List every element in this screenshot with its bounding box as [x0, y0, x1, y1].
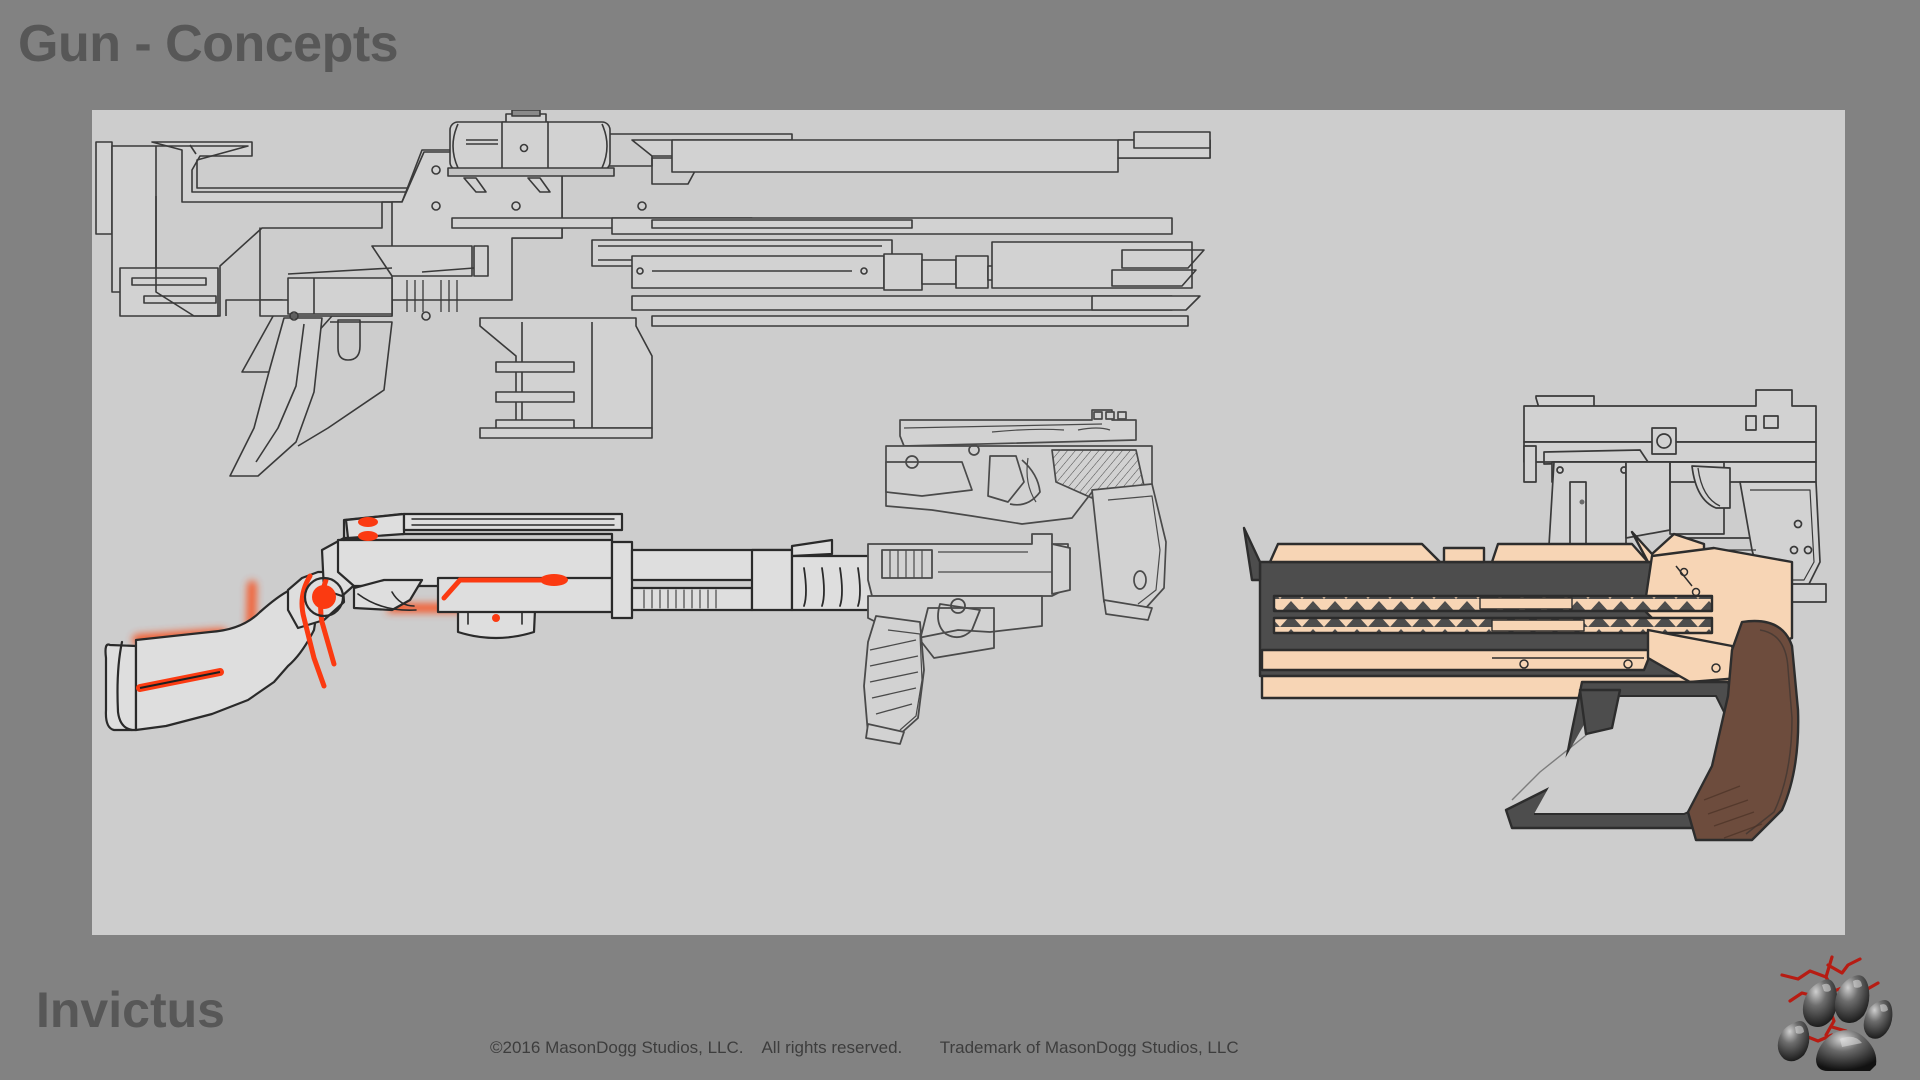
rifle-rear-lower: [119, 267, 219, 317]
pistol2-bolt: [1651, 427, 1677, 455]
pistol3-mag-base: [865, 723, 905, 745]
shotgun-handguard: [436, 576, 614, 614]
colorpistol-grip: [1686, 619, 1800, 842]
rifle-lower-rail: [631, 295, 1173, 311]
artwork-svg: [92, 110, 1845, 935]
pistol-colored-futuristic: [1242, 526, 1800, 842]
colorpistol-slot-2: [1491, 619, 1585, 632]
pistol3-grip: [863, 615, 925, 737]
paw-pad-sheen: [1795, 979, 1888, 1047]
colorpistol-side-wedge: [1646, 628, 1742, 684]
pistol1-front-rail: [885, 461, 973, 497]
rifle-scope: [447, 110, 615, 177]
colorpistol-top-panel-2: [1442, 546, 1486, 564]
colorpistol-top-panel-1: [1268, 542, 1442, 564]
pistol-sketch-compact: [863, 533, 1071, 745]
rifle-trigger-guard: [297, 321, 393, 447]
shotgun-butt-plate: [104, 643, 138, 732]
pistol3-grip-texture: [869, 639, 919, 715]
mason-dogg-paw-logo: [1760, 935, 1900, 1075]
artwork-panel: [92, 110, 1845, 935]
rifle-ejection-port: [287, 277, 393, 315]
shotgun-bolt-knob: [303, 576, 345, 618]
toe-pad-3: [1863, 1000, 1893, 1039]
pistol1-hammer-area: [987, 455, 1025, 503]
paw-toe-pads: [1777, 975, 1893, 1071]
brand-name: Invictus: [36, 982, 225, 1038]
pistol2-trigger: [1691, 465, 1731, 509]
colorpistol-trigger: [1578, 688, 1622, 736]
colorpistol-lower-panel: [1260, 648, 1654, 672]
colorpistol-top-panel-3: [1490, 542, 1650, 564]
toe-pad-4: [1777, 1021, 1810, 1062]
shotgun-indicator-lights: [312, 517, 568, 609]
shotgun-barrel-texture: [643, 589, 717, 609]
shotgun-top-rail: [402, 512, 624, 532]
colorpistol-front-beak: [1242, 526, 1262, 582]
pistol2-trigger-housing: [1625, 461, 1671, 539]
pistol1-grip: [1091, 483, 1167, 611]
page-title: Gun - Concepts: [18, 15, 399, 73]
metacarpal-pad: [1816, 1030, 1877, 1071]
pistol1-slide: [899, 409, 1137, 447]
rifle-trigger: [337, 319, 361, 361]
rifle-barrel: [631, 255, 885, 289]
colorpistol-slot-1: [1479, 597, 1573, 610]
red-accent-shotgun: [104, 512, 928, 732]
pistol-sketch-upper-left: [885, 409, 1167, 621]
rifle-butt-plate: [95, 141, 113, 235]
toe-pad-2: [1834, 975, 1870, 1023]
rifle-muzzle-block: [991, 241, 1193, 289]
rifle-grip-serrations: [406, 280, 458, 312]
shotgun-trigger: [391, 591, 415, 607]
pistol3-slide-serrations: [881, 549, 933, 579]
legal-notice: ©2016 MasonDogg Studios, LLC. All rights…: [490, 1038, 1239, 1057]
sniper-rifle-lineart: [95, 110, 1211, 477]
paw-logo-svg: [1777, 955, 1893, 1071]
pistol1-magwell: [1103, 599, 1153, 621]
colorpistol-grip-texture: [1703, 785, 1763, 839]
rifle-charging-handle: [371, 245, 473, 277]
pistol3-trigger: [937, 603, 981, 639]
